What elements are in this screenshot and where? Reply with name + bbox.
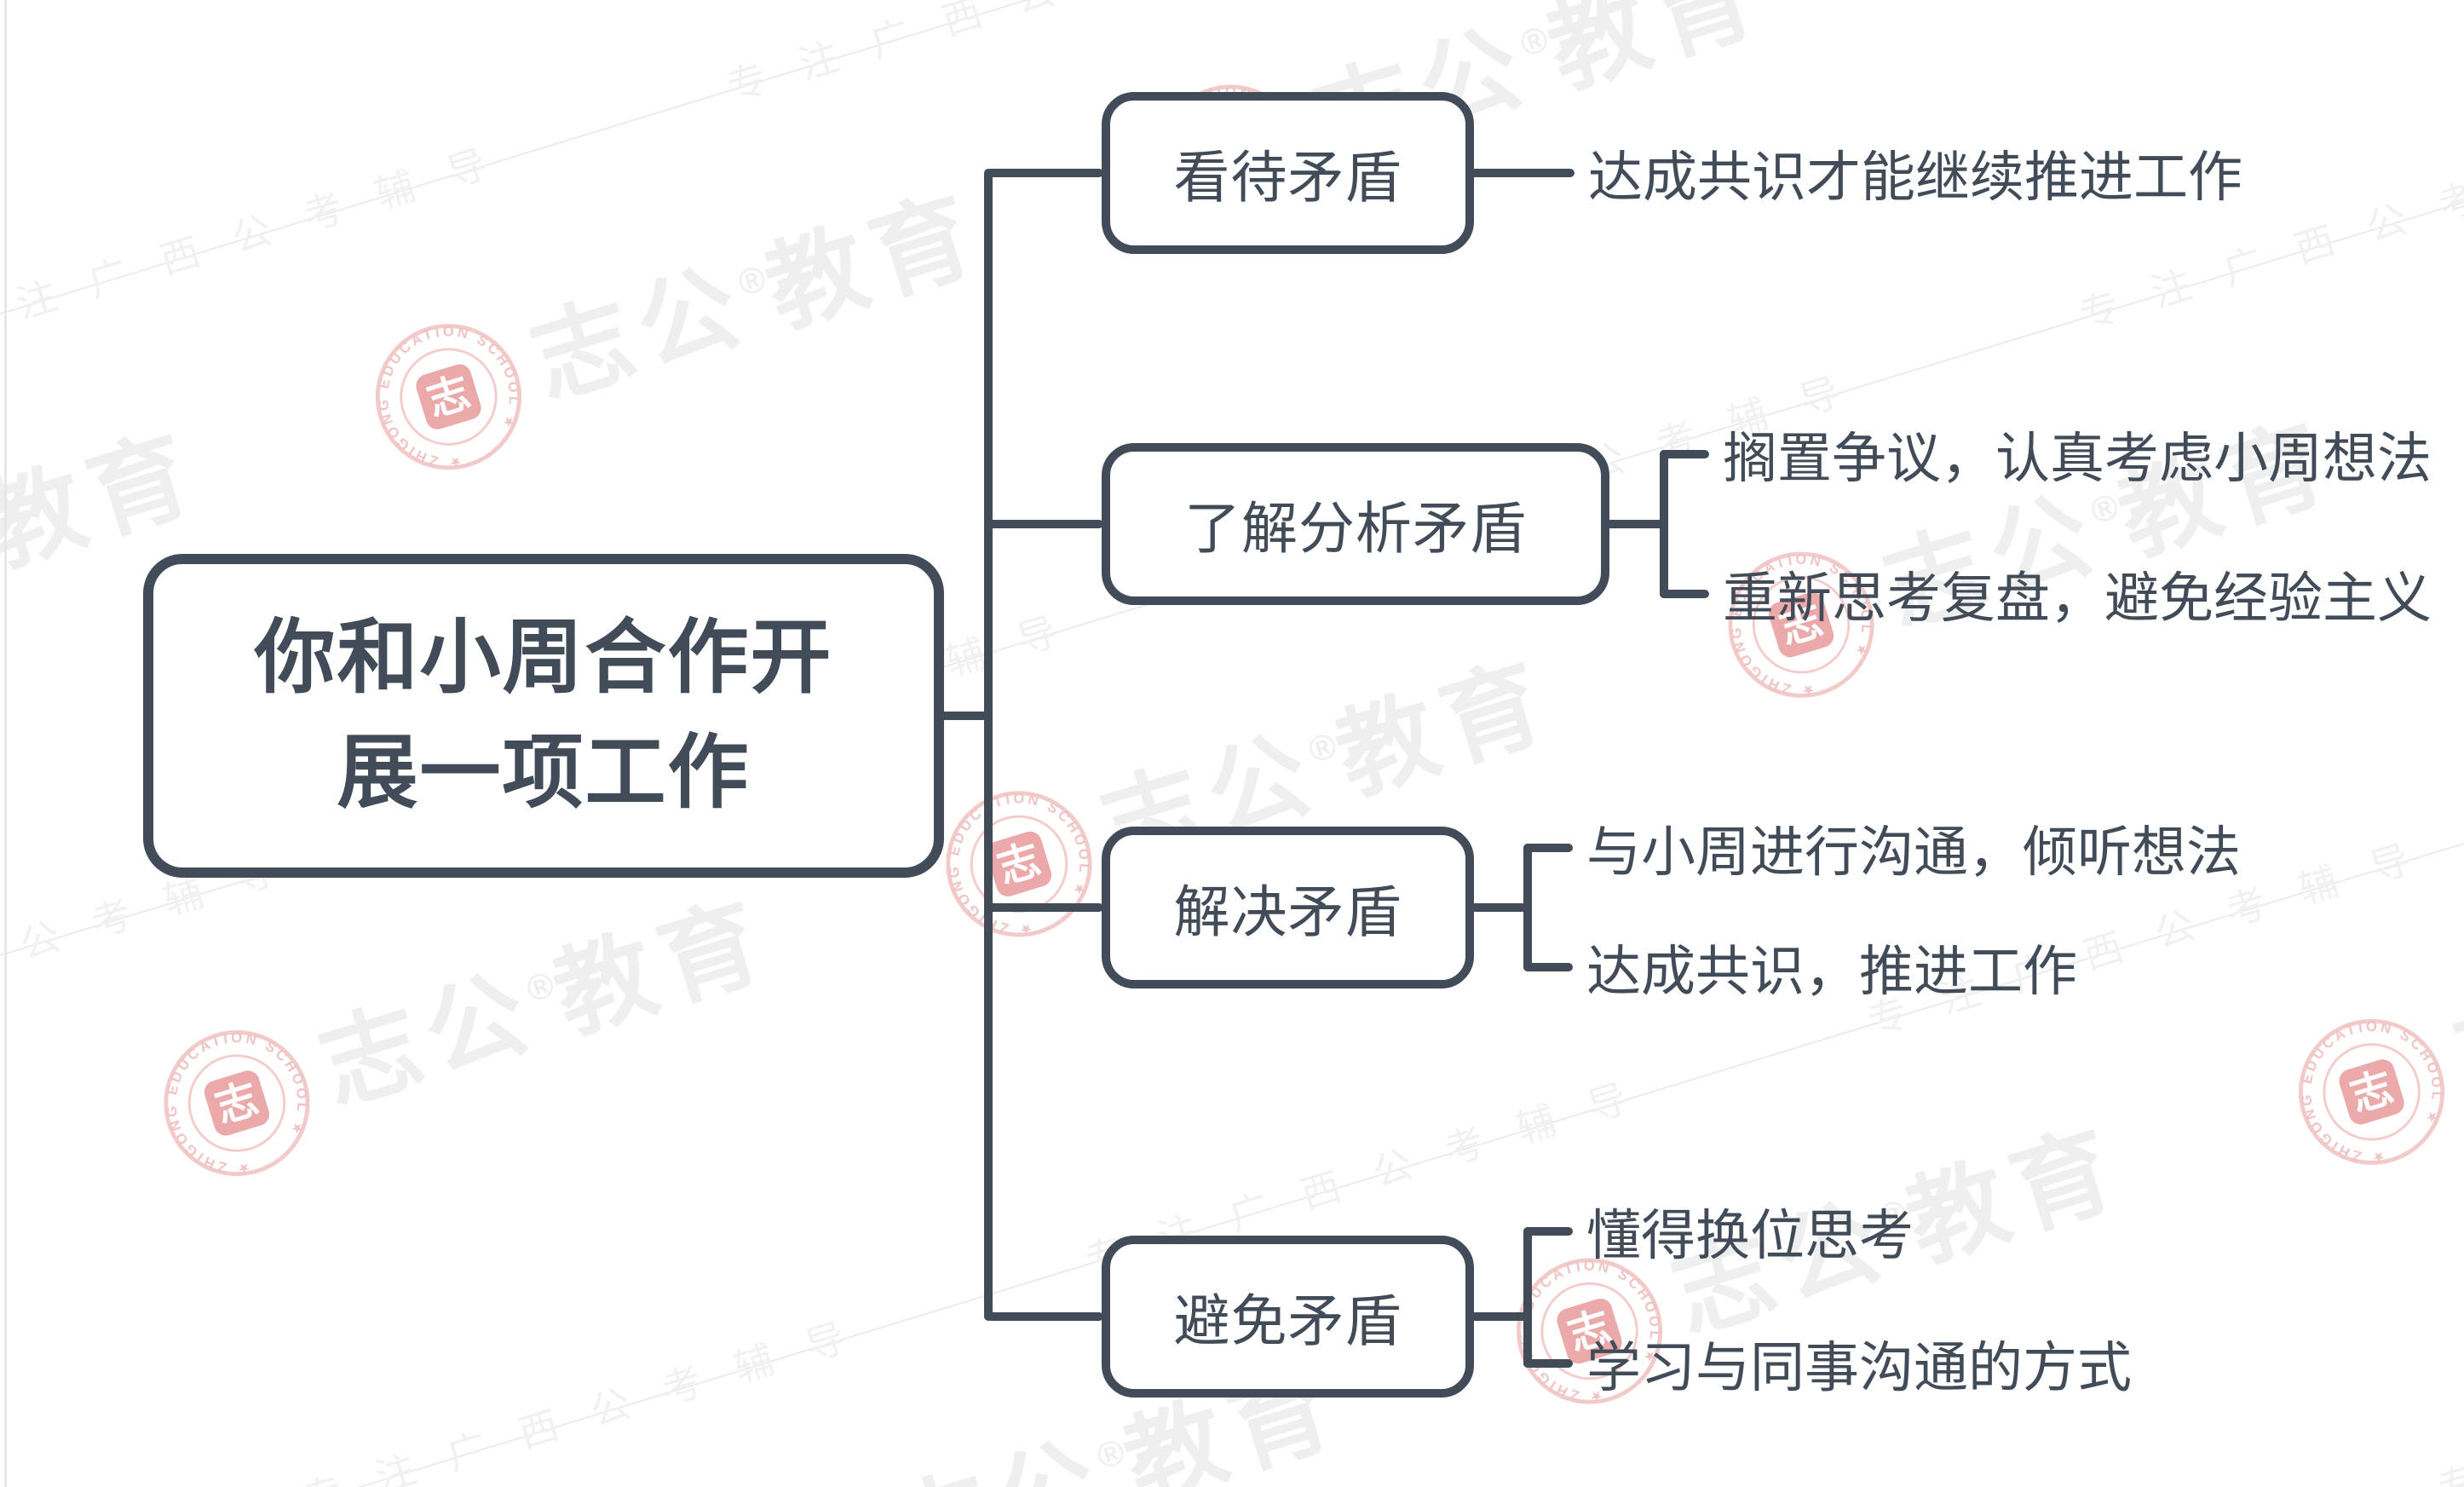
leaf-connector-3-1 [1523, 844, 1573, 852]
root-label-line2: 展一项工作 [337, 728, 751, 818]
leaf-note[interactable]: 学习与同事沟通的方式 [1586, 1337, 2132, 1398]
leaf-stub-4 [1471, 1312, 1527, 1321]
page-edge-line [4, 0, 7, 1487]
connector-spine [984, 169, 993, 1321]
leaf-connector-2-1 [1660, 450, 1709, 458]
leaf-spine-3 [1523, 844, 1532, 971]
leaf-note[interactable]: 达成共识才能继续推进工作 [1588, 147, 2242, 208]
leaf-connector-2-2 [1660, 590, 1709, 598]
leaf-stub-3 [1471, 903, 1527, 912]
leaf-stub-2 [1606, 520, 1664, 528]
leaf-connector-3-2 [1523, 963, 1573, 971]
leaf-note[interactable]: 与小周进行沟通，倾听想法 [1586, 821, 2241, 883]
connector-branch-4 [987, 1312, 1103, 1321]
branch-node-resolve-contradiction[interactable]: 解决矛盾 [1102, 827, 1474, 988]
connector-branch-3 [987, 903, 1103, 912]
root-node[interactable]: 你和小周合作开 展一项工作 [143, 554, 944, 878]
leaf-connector-4-2 [1523, 1359, 1573, 1368]
leaf-connector-4-1 [1523, 1227, 1573, 1236]
leaf-note[interactable]: 重新思考复盘，避免经验主义 [1723, 568, 2432, 629]
leaf-note[interactable]: 达成共识，推进工作 [1586, 941, 2077, 1002]
root-label-line1: 你和小周合作开 [254, 613, 833, 704]
leaf-note[interactable]: 懂得换位思考 [1586, 1205, 1914, 1266]
connector-branch-2 [987, 520, 1103, 528]
branch-node-avoid-contradiction[interactable]: 避免矛盾 [1102, 1236, 1474, 1398]
branch-node-analyze-contradiction[interactable]: 了解分析矛盾 [1102, 443, 1609, 605]
leaf-note[interactable]: 搁置争议，认真考虑小周想法 [1723, 428, 2432, 489]
leaf-spine-4 [1523, 1227, 1532, 1368]
branch-node-view-contradiction[interactable]: 看待矛盾 [1102, 92, 1474, 254]
leaf-connector-1-1 [1471, 169, 1575, 177]
connector-branch-1 [987, 169, 1103, 177]
leaf-spine-2 [1660, 450, 1668, 598]
